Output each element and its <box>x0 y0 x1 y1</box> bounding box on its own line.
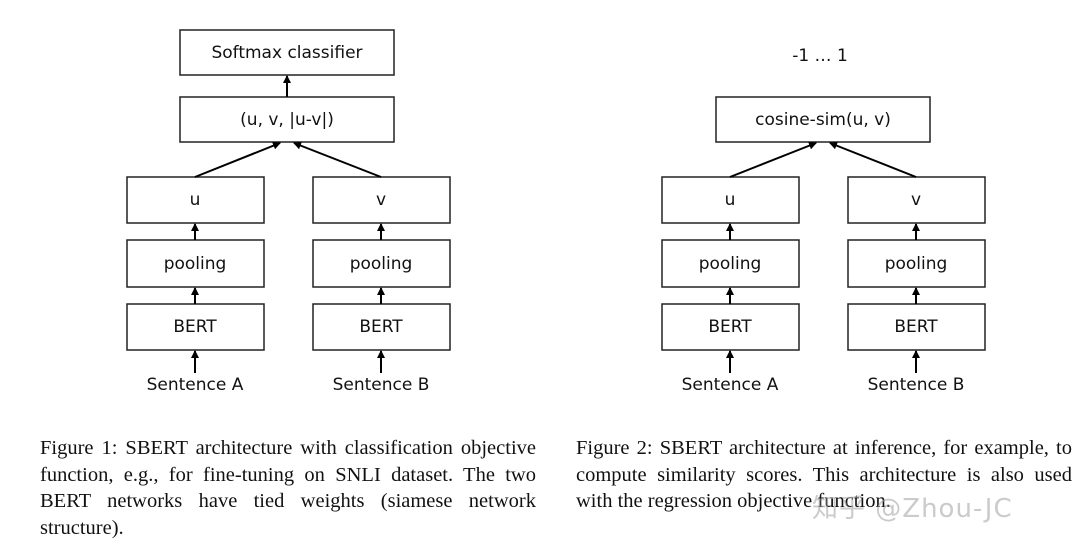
arrows <box>191 75 920 373</box>
softmax-label: Softmax classifier <box>211 43 362 63</box>
sentence-b-label: Sentence B <box>868 375 965 395</box>
concat-box <box>179 96 395 143</box>
pooling-box-a2 <box>661 239 800 288</box>
bert-label: BERT <box>359 317 403 337</box>
pooling-label: pooling <box>699 254 762 274</box>
v-box-left <box>312 176 451 224</box>
bert-box-b <box>312 303 451 351</box>
pooling-box-b <box>312 239 451 288</box>
bert-label: BERT <box>708 317 752 337</box>
figure1-caption: Figure 1: SBERT architecture with classi… <box>40 437 536 539</box>
bert-label: BERT <box>173 317 217 337</box>
figure2-caption: Figure 2: SBERT architecture at inferenc… <box>576 437 1072 512</box>
v-label: v <box>376 190 386 210</box>
softmax-box <box>179 29 395 76</box>
sentence-a-label: Sentence A <box>682 375 779 395</box>
pooling-label: pooling <box>164 254 227 274</box>
watermark: 知乎 @Zhou-JC <box>812 494 1013 524</box>
u-box-right <box>661 176 800 224</box>
sentence-a-label: Sentence A <box>147 375 244 395</box>
cosine-sim-box <box>715 96 931 143</box>
bert-label: BERT <box>894 317 938 337</box>
output-range-label: -1 … 1 <box>792 46 848 66</box>
u-label: u <box>190 190 201 210</box>
cosine-sim-label: cosine-sim(u, v) <box>755 110 891 130</box>
v-box-right <box>847 176 986 224</box>
sentence-b-label: Sentence B <box>333 375 430 395</box>
pooling-label: pooling <box>885 254 948 274</box>
u-label: u <box>725 190 736 210</box>
concat-label: (u, v, |u-v|) <box>240 110 334 130</box>
pooling-label: pooling <box>350 254 413 274</box>
v-label: v <box>911 190 921 210</box>
